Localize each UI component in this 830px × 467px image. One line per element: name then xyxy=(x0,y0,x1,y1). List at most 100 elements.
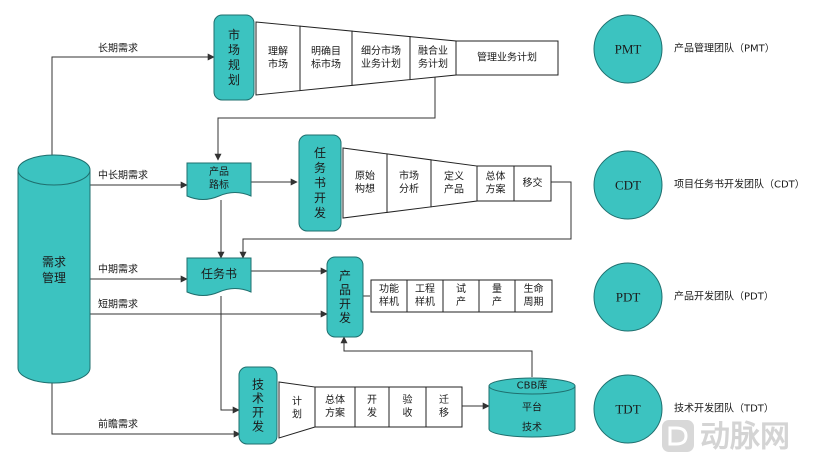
market-planning-box-label-line-2: 场 xyxy=(228,43,240,57)
tech-step-4-line-1: 验 xyxy=(403,393,413,406)
cylinder-body xyxy=(17,170,91,384)
market-step-2-line-1: 明确目 xyxy=(311,44,341,57)
charter-dev-funnel-cell-1 xyxy=(342,147,388,219)
charter-step-4-line-2: 方案 xyxy=(486,183,506,196)
charter-step-1-line-2: 构想 xyxy=(355,182,375,195)
technology-development-box xyxy=(238,366,278,445)
technology-development-box-label-line-3: 开 xyxy=(252,406,264,420)
cbb-label-3: 技术 xyxy=(522,421,542,434)
watermark-badge-glyph xyxy=(668,426,688,446)
charter-step-4-line-1: 总体 xyxy=(486,170,506,183)
product-step-4-line-1: 量 xyxy=(492,283,502,295)
charter-step-2-line-2: 分析 xyxy=(399,182,419,195)
product-step-1-line-2: 样机 xyxy=(379,295,399,308)
charter-step-1-line-1: 原始 xyxy=(355,169,375,182)
diagram-shapes xyxy=(17,14,694,452)
tech-step-1-line-1: 计 xyxy=(292,395,302,408)
team-name-tdt: 技术开发团队（TDT） xyxy=(674,402,774,415)
product-roadmap-doc-label-line-1: 产品 xyxy=(209,165,229,178)
market-step-4-line-1: 融合业 xyxy=(418,44,448,57)
connector-lines xyxy=(51,53,572,438)
product-roadmap-doc xyxy=(186,162,252,200)
team-abbr-pdt: PDT xyxy=(616,290,641,305)
watermark-logo xyxy=(662,420,694,452)
market-step-5-line-1: 管理业务计划 xyxy=(477,51,537,64)
tech-step-3-line-1: 开 xyxy=(367,395,377,406)
cbb-top xyxy=(488,377,576,395)
charter-doc xyxy=(186,257,252,296)
charter-development-box-label-line-5: 发 xyxy=(314,205,326,220)
market-planning-box xyxy=(213,14,255,101)
cbb-body xyxy=(488,386,576,438)
connector-market-to-roadmap xyxy=(214,74,436,161)
team-abbr-pmt: PMT xyxy=(615,42,642,57)
tech-step-5-line-2: 移 xyxy=(439,406,449,419)
cbb-library-cylinder xyxy=(488,377,576,438)
charter-development-box-label-line-3: 书 xyxy=(314,176,326,190)
team-name-pdt: 产品开发团队（PDT） xyxy=(674,290,774,303)
charter-development-box-label-line-1: 任 xyxy=(314,146,326,160)
tech-step-4-line-2: 收 xyxy=(403,406,413,419)
product-roadmap-doc-label-line-2: 路标 xyxy=(209,178,229,191)
watermark-text: 动脉网 xyxy=(700,420,790,455)
product-dev-stages-cell-5 xyxy=(514,279,553,313)
market-planning-box-label-line-1: 市 xyxy=(228,27,240,42)
product-step-1-line-1: 功能 xyxy=(379,282,399,295)
product-step-3-line-2: 产 xyxy=(456,295,466,308)
cbb-label-2: 平台 xyxy=(522,401,542,414)
charter-development-box-label-line-2: 务 xyxy=(314,160,326,175)
product-development-box-label-line-1: 产 xyxy=(339,269,351,283)
charter-dev-funnel-cell-2 xyxy=(386,153,432,213)
label-mid-term-demand: 中期需求 xyxy=(98,263,138,276)
connector-cbb-to-product-dev xyxy=(340,336,533,377)
requirements-management-label-2: 管理 xyxy=(42,270,66,285)
market-step-1-line-2: 市场 xyxy=(268,57,288,70)
technology-development-box-label-line-2: 术 xyxy=(252,392,264,406)
tech-step-3-line-2: 发 xyxy=(367,406,377,419)
requirements-management-label-1: 需求 xyxy=(42,255,66,269)
label-mid-long-term-demand: 中长期需求 xyxy=(98,169,148,182)
market-step-3-line-2: 业务计划 xyxy=(361,57,401,70)
product-step-2-line-1: 工程 xyxy=(415,283,435,295)
connector-handover-to-charter xyxy=(239,181,572,259)
team-circle-pdt xyxy=(593,262,663,332)
product-development-box-label-line-3: 开 xyxy=(339,297,351,311)
market-step-1-line-1: 理解 xyxy=(268,44,288,57)
charter-dev-funnel-cell-3 xyxy=(430,159,478,208)
tech-step-2-line-1: 总体 xyxy=(325,393,345,406)
tech-dev-stages-cell-2 xyxy=(354,386,390,428)
product-step-3-line-1: 试 xyxy=(456,282,466,295)
team-circle-pmt xyxy=(593,14,663,84)
product-development-box-label-line-4: 发 xyxy=(339,310,351,325)
technology-development-box-label-line-4: 发 xyxy=(252,419,264,434)
watermark-badge xyxy=(662,420,694,452)
market-step-3-line-1: 细分市场 xyxy=(361,44,401,57)
product-step-2-line-2: 样机 xyxy=(415,295,435,308)
team-circle-tdt xyxy=(593,374,663,444)
product-development-box xyxy=(326,256,364,338)
tech-dev-stages-cell-1 xyxy=(314,386,356,428)
team-abbr-tdt: TDT xyxy=(615,402,640,417)
label-long-term-demand: 长期需求 xyxy=(98,43,138,55)
technology-development-box-label-line-1: 技 xyxy=(252,378,264,392)
cylinder-top xyxy=(17,154,91,186)
charter-step-3-line-2: 产品 xyxy=(444,182,464,195)
tech-step-2-line-2: 方案 xyxy=(325,406,345,419)
connector-long-term xyxy=(51,53,215,170)
product-step-4-line-2: 产 xyxy=(492,295,502,308)
label-short-term-demand: 短期需求 xyxy=(98,298,138,311)
charter-step-3-line-1: 定义 xyxy=(444,169,464,182)
product-dev-stages-cell-1 xyxy=(370,279,408,313)
requirements-management-cylinder xyxy=(17,154,91,384)
charter-development-box-label-line-4: 开 xyxy=(314,191,326,205)
product-dev-stages-cell-2 xyxy=(406,279,444,313)
market-planning-box-label-line-4: 划 xyxy=(228,73,240,87)
team-name-cdt: 项目任务书开发团队（CDT） xyxy=(674,178,805,191)
team-circle-cdt xyxy=(593,150,663,220)
product-dev-stages-cell-3 xyxy=(442,279,480,313)
market-planning-box-label-line-3: 规 xyxy=(228,57,240,72)
charter-dev-tail-cell-2 xyxy=(513,165,552,202)
tech-step-5-line-1: 迁 xyxy=(439,394,449,406)
diagram-labels: 需求管理长期需求中长期需求中期需求短期需求前瞻需求市场规划理解市场明确目标市场细… xyxy=(42,27,805,455)
tech-dev-stages-cell-3 xyxy=(388,386,427,428)
